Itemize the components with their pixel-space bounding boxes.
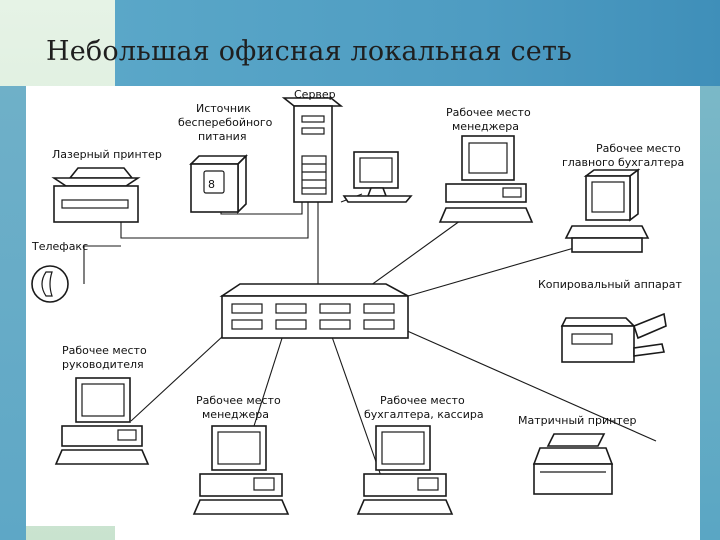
dot-matrix-printer-icon [532, 433, 614, 495]
ups-icon: 8 [189, 154, 248, 214]
link-hub-chief-accountant [390, 247, 575, 302]
svg-text:8: 8 [208, 178, 215, 191]
background-right-band [700, 86, 720, 540]
workstation-chief-accountant-icon [564, 168, 650, 253]
link-hub-manager-top [355, 217, 465, 297]
label-manager-top-line2: менеджера [452, 120, 519, 133]
label-laser-printer: Лазерный принтер [52, 148, 162, 161]
link-telefax [83, 245, 121, 284]
link-hub-director [130, 323, 237, 422]
label-manager-bottom-line2: менеджера [202, 408, 269, 421]
label-chief-accountant-line2: главного бухгалтера [562, 156, 684, 169]
laser-printer-icon [51, 167, 141, 223]
copier-icon [560, 312, 667, 363]
label-ups-line2: бесперебойного [178, 116, 273, 129]
link-hub-manager-bottom [253, 331, 285, 427]
background-left-band [0, 86, 26, 540]
slide-title: Небольшая офисная локальная сеть [46, 36, 572, 67]
label-server: Сервер [294, 88, 336, 101]
label-copier: Копировальный аппарат [538, 278, 682, 291]
label-chief-accountant-line1: Рабочее место [596, 142, 681, 155]
label-director-line1: Рабочее место [62, 344, 147, 357]
label-manager-top-line1: Рабочее место [446, 106, 531, 119]
label-accountant-line1: Рабочее место [380, 394, 465, 407]
hub-switch-icon [219, 283, 409, 339]
label-ups-line3: питания [198, 130, 246, 143]
network-diagram: 8 [31, 88, 684, 515]
workstation-accountant-cashier-icon [356, 425, 454, 515]
link-hub-dot-matrix [395, 325, 657, 442]
workstation-manager-bottom-icon [192, 425, 290, 515]
label-manager-bottom-line1: Рабочее место [196, 394, 281, 407]
label-director-line2: руководителя [62, 358, 144, 371]
link-server-laser-printer [120, 202, 309, 239]
label-dot-matrix-printer: Матричный принтер [518, 414, 636, 427]
telefax-icon [31, 265, 69, 303]
workstation-director-icon [54, 377, 150, 465]
background-header-bar [115, 0, 720, 86]
server-monitor-icon [342, 151, 413, 203]
link-hub-accountant [330, 333, 382, 477]
label-telefax: Телефакс [31, 240, 88, 253]
server-icon [281, 97, 344, 203]
label-accountant-line2: бухгалтера, кассира [364, 408, 484, 421]
workstation-manager-top-icon [438, 135, 534, 223]
label-ups-line1: Источник [196, 102, 251, 115]
